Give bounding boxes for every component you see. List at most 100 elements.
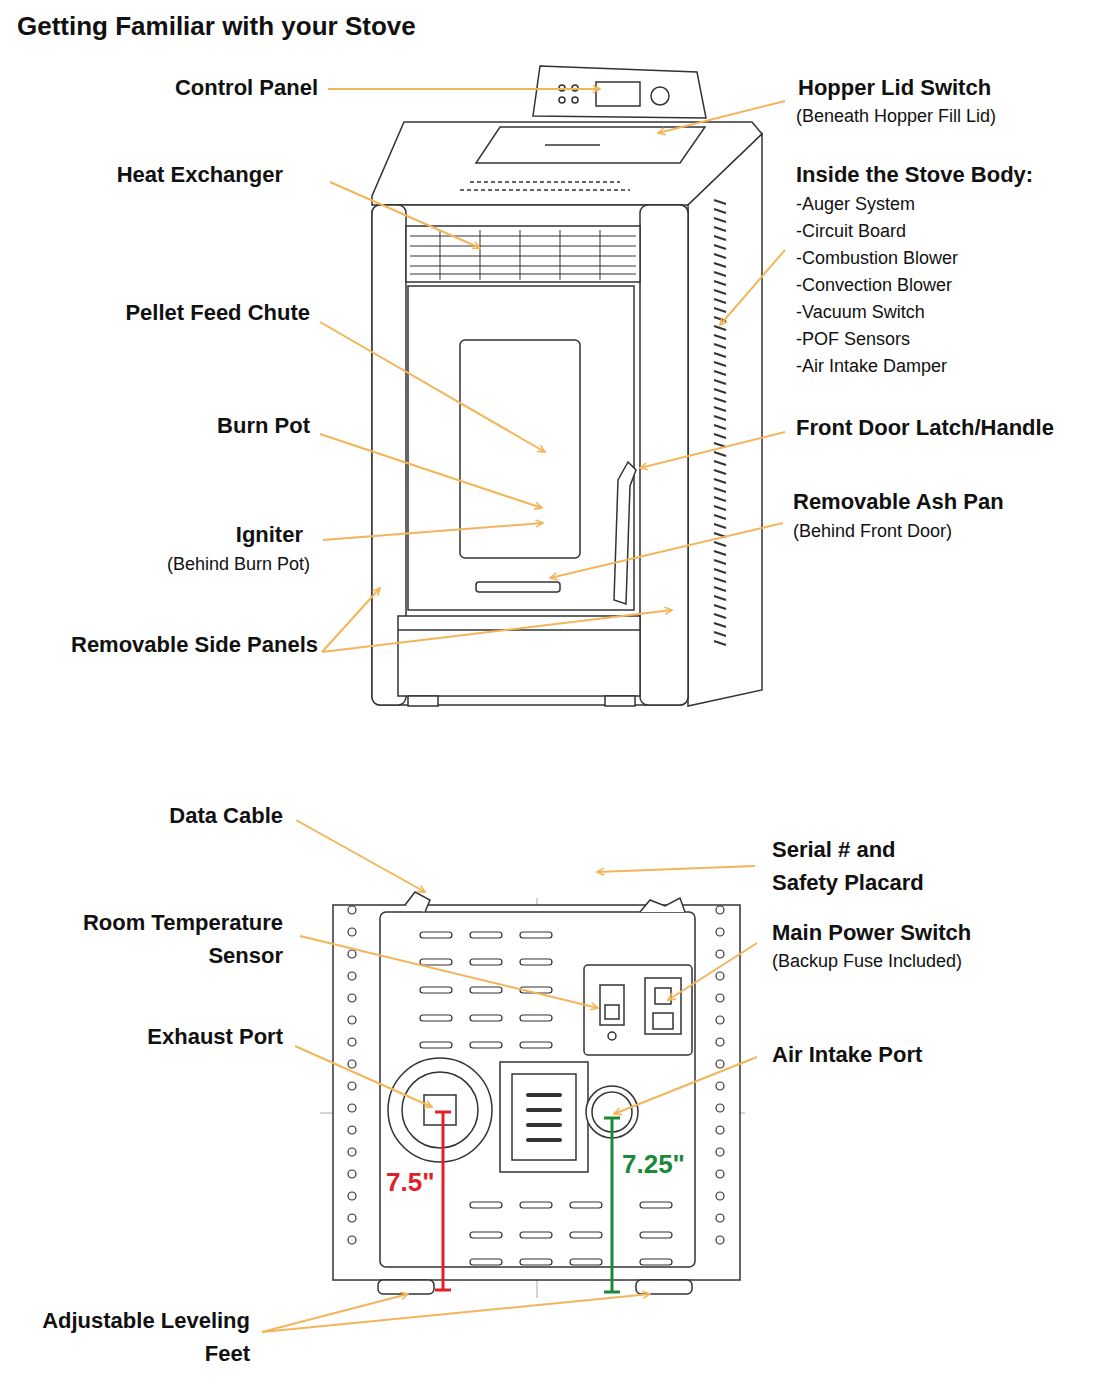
- back-vent-slots-part: [420, 1015, 452, 1021]
- back-vent-slots-part: [520, 1015, 552, 1021]
- part-label: (Behind Front Door): [793, 521, 952, 543]
- side-rail-holes-part: [348, 906, 356, 914]
- back-vent-slots-part: [640, 1202, 672, 1208]
- side-vents-part: [714, 470, 726, 474]
- part-label: -Air Intake Damper: [796, 356, 947, 378]
- leader-lines-part: [614, 1057, 757, 1114]
- side-vents-part: [714, 497, 726, 501]
- back-vent-slots-part: [470, 987, 502, 993]
- side-vents-part: [714, 218, 726, 222]
- front-frame: [372, 205, 688, 705]
- side-vents-part: [714, 461, 726, 465]
- side-rail-holes-part: [348, 928, 356, 936]
- back-vent-slots-part: [420, 932, 452, 938]
- side-rail-holes-part: [716, 1104, 724, 1112]
- side-vents-part: [714, 623, 726, 627]
- back-vent-slots-part: [470, 1202, 502, 1208]
- right-side-panel: [688, 134, 762, 706]
- side-vents-part: [714, 488, 726, 492]
- part-label: Room Temperature Sensor: [43, 906, 283, 972]
- side-rail-holes-part: [348, 950, 356, 958]
- part-label: Burn Pot: [217, 413, 310, 439]
- side-vents-part: [714, 542, 726, 546]
- side-vents-part: [714, 605, 726, 609]
- control-button: [572, 97, 578, 103]
- part-label: Exhaust Port: [147, 1024, 283, 1050]
- rocker-switch: [655, 988, 671, 1004]
- brand-plate: [476, 582, 560, 592]
- side-vents-part: [714, 308, 726, 312]
- front-foot: [605, 696, 635, 706]
- exhaust-height-line: [442, 1112, 445, 1290]
- part-label: Inside the Stove Body:: [796, 162, 1033, 188]
- side-vents-part: [714, 578, 726, 582]
- side-rail-holes-part: [716, 928, 724, 936]
- back-vent-slots-part: [470, 1042, 502, 1048]
- heat-exchanger-grille: [406, 226, 640, 282]
- back-frame: [333, 905, 740, 1280]
- back-panel: [380, 912, 695, 1267]
- leader-lines-part: [296, 820, 425, 892]
- sensor-screw: [608, 1032, 616, 1040]
- leader-lines-part: [320, 434, 542, 508]
- ash-pan-edge: [398, 629, 640, 631]
- leader-lines-part: [597, 866, 755, 872]
- leader-lines-part: [295, 1046, 432, 1107]
- side-rail-holes-part: [716, 994, 724, 1002]
- side-vents-part: [714, 335, 726, 339]
- part-label: (Behind Burn Pot): [167, 554, 310, 576]
- leader-lines-part: [668, 943, 757, 1000]
- intake-height-line: [611, 1118, 614, 1292]
- part-label: -POF Sensors: [796, 329, 910, 351]
- side-vents-part: [714, 272, 726, 276]
- dimension-cap: [604, 1291, 620, 1294]
- side-rail-holes-part: [716, 1038, 724, 1046]
- side-rail-holes-part: [348, 1214, 356, 1222]
- temperature-sensor-jack: [600, 985, 624, 1025]
- side-rail-holes-part: [348, 1126, 356, 1134]
- part-label: Serial # and Safety Placard: [772, 833, 950, 899]
- side-vents-part: [714, 452, 726, 456]
- side-rail-holes: [348, 906, 724, 1244]
- leader-lines-part: [322, 610, 672, 652]
- side-rail-holes-part: [716, 1192, 724, 1200]
- part-label: (Backup Fuse Included): [772, 951, 962, 973]
- side-rail-holes-part: [348, 1170, 356, 1178]
- side-vents-part: [714, 299, 726, 303]
- side-vents: [714, 200, 726, 645]
- side-rail-holes-part: [716, 950, 724, 958]
- side-rail-holes-part: [348, 1060, 356, 1068]
- back-vent-slots-part: [520, 1202, 552, 1208]
- side-vents-part: [714, 560, 726, 564]
- access-plate-inner: [512, 1074, 576, 1160]
- dimension-cap: [435, 1289, 451, 1292]
- hopper-lid: [476, 127, 705, 163]
- side-rail-holes-part: [716, 1170, 724, 1178]
- leader-lines-part: [328, 88, 600, 90]
- back-vent-slots-part: [570, 1232, 602, 1238]
- leader-lines-part: [323, 523, 543, 540]
- grille-bars: [440, 230, 600, 280]
- side-vents-part: [714, 407, 726, 411]
- front-foot: [408, 696, 438, 706]
- part-label: -Circuit Board: [796, 221, 906, 243]
- side-vents-part: [714, 569, 726, 573]
- stove-back-view: [320, 892, 745, 1298]
- leader-lines-part: [262, 1294, 650, 1332]
- side-rail-holes-part: [716, 1060, 724, 1068]
- part-label: -Auger System: [796, 194, 915, 216]
- side-vents-part: [714, 506, 726, 510]
- side-vents-part: [714, 614, 726, 618]
- back-vent-slots-part: [520, 959, 552, 965]
- side-vents-part: [714, 362, 726, 366]
- door-handle: [614, 462, 636, 604]
- back-vent-slots-part: [470, 959, 502, 965]
- front-door: [408, 286, 634, 610]
- part-label: Control Panel: [175, 75, 318, 101]
- back-vent-slots-part: [640, 1232, 672, 1238]
- part-label: -Convection Blower: [796, 275, 952, 297]
- side-vents-part: [714, 587, 726, 591]
- side-vents-part: [714, 254, 726, 258]
